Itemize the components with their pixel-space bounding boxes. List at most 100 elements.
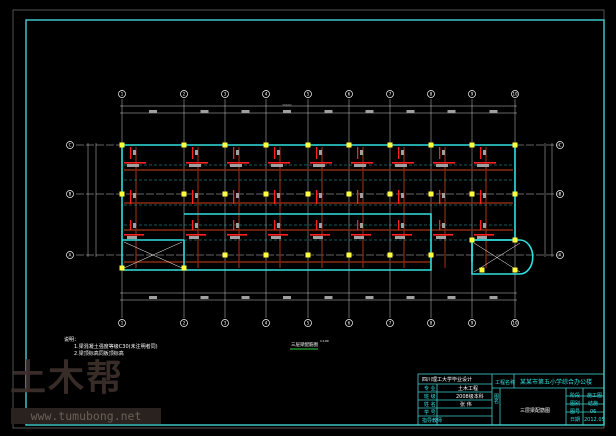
dimension-label [241,110,250,113]
rebar-label [189,236,199,239]
dimension-label [489,296,498,299]
axis-bubble [221,90,229,98]
column [512,267,518,273]
column [305,191,311,197]
rebar-label [395,164,407,167]
tb-id-label: 学 号 [424,410,436,416]
title-block-frame [417,373,605,426]
rebar-mark [480,190,482,204]
rebar-label [277,150,280,155]
axis-bubble-label: 9 [471,92,474,97]
rebar-label [236,223,239,228]
column [222,142,228,148]
rebar-mark [186,162,208,164]
rebar-mark [130,190,132,204]
axis-bubble-label: 7 [389,92,392,97]
rebar-mark [192,190,194,204]
rebar-mark [357,220,359,230]
tb-stage-value: 施工图 [587,393,603,399]
axis-bubble-label: B [69,192,72,197]
rebar-mark [233,220,235,230]
column [469,142,475,148]
rebar-mark [480,147,482,159]
dimension-label [489,110,498,113]
rebar-label [195,223,198,228]
dimension-label [406,110,415,113]
beams-layer [124,147,513,268]
axis-bubble [66,251,74,259]
rebar-mark [351,162,373,164]
rebar-mark [316,190,318,204]
rebar-mark [439,190,441,204]
notes-line-1: 1.梁混凝土强度等级C30(未注明者同) [74,344,158,350]
rebar-label [436,164,448,167]
rebar-mark [392,162,414,164]
rebar-label [319,150,322,155]
exterior-wall [121,144,516,271]
rebar-label [189,164,201,167]
axis-bubble [262,319,270,327]
dimension-label [283,110,291,113]
tb-no-value: 06 [590,409,597,415]
axis-bubble [386,319,394,327]
axis-bubble-label: 10 [512,321,518,326]
axis-bubble-label: 3 [224,321,227,326]
rebar-mark [439,147,441,159]
column [428,191,434,197]
column [346,142,352,148]
rebar-label [360,150,363,155]
rebar-label [477,164,489,167]
rebar-mark [268,234,288,236]
axis-bubble [66,141,74,149]
tb-project-value: 某某市第五小学综合办公楼 [520,379,593,386]
tb-advisor-label: 指导教师 [422,418,443,424]
rebar-label [442,193,445,198]
dimension-label [365,296,374,299]
tb-school: 四川理工大学毕业设计 [422,377,473,383]
rebar-mark [274,147,276,159]
rebar-label [319,193,322,198]
rebar-mark [124,234,144,236]
rebar-label [277,223,280,228]
column [263,142,269,148]
axis-bubble [511,90,519,98]
dimension-label [200,296,209,299]
rebar-mark [392,234,412,236]
column [263,252,269,258]
axis-bubble-label: 4 [265,92,268,97]
rebar-label [354,236,364,239]
axis-bubble-label: A [69,253,72,258]
dimension-label [241,296,250,299]
rebar-mark [357,190,359,204]
column [119,191,125,197]
rebar-label [483,223,486,228]
column [428,142,434,148]
axis-bubble [427,319,435,327]
column [469,237,475,243]
axis-bubble [386,90,394,98]
dimension-label [447,296,456,299]
rebar-label [195,150,198,155]
rebar-label [395,236,405,239]
dimension-label [200,110,209,113]
axis-bubble-label: 6 [348,92,351,97]
rebar-mark [433,162,455,164]
title-block [417,373,605,426]
tb-type-value: 结施 [588,401,599,407]
axis-bubble [118,319,126,327]
rebar-label [436,236,446,239]
axis-bubble-label: 2 [183,321,186,326]
column [181,265,187,271]
column [512,191,518,197]
rebar-mark [124,162,146,164]
rebar-mark [398,190,400,204]
rebar-label [401,223,404,228]
tb-major-value: 土木工程 [458,386,479,392]
axis-bubble [262,90,270,98]
axis-bubble [556,190,564,198]
rebar-label [442,150,445,155]
axis-bubble [180,90,188,98]
dimension-label [447,110,456,113]
rebar-label [319,223,322,228]
